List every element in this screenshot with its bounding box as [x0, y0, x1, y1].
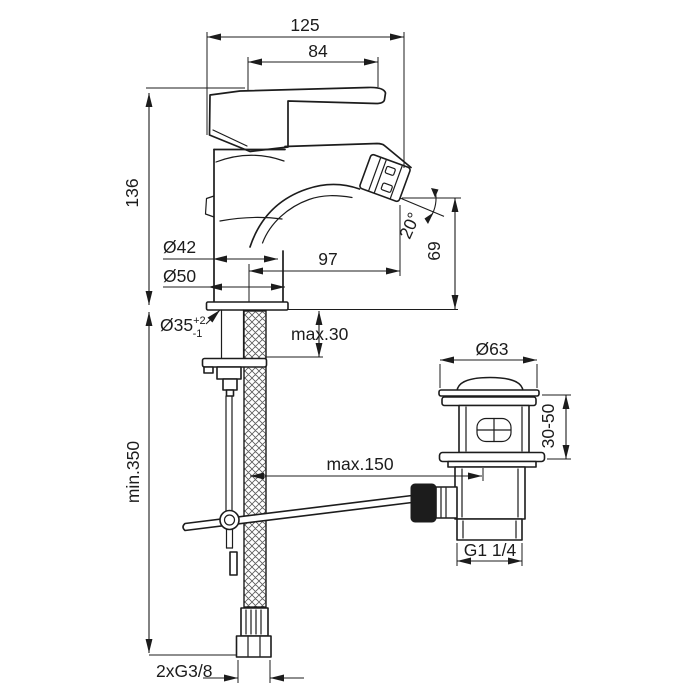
waste-lower-body	[454, 466, 526, 520]
dim-lever-length: 84	[308, 41, 328, 61]
dim-min-hose-length: min.350	[123, 441, 143, 504]
ball-joint	[219, 509, 240, 531]
dimension-labels: 125 84 136 Ø42 Ø50 97 20° 69 Ø35+2-1 max…	[122, 15, 558, 681]
dim-waste-flange-diameter: Ø63	[475, 339, 508, 359]
braided-hose	[235, 310, 272, 658]
hose-nut	[235, 635, 272, 658]
faucet-lever	[208, 86, 387, 153]
threaded-shank	[220, 309, 245, 360]
dim-height-above-deck: 136	[122, 178, 142, 207]
hose-ferrule	[240, 607, 269, 637]
dim-overall-projection: 125	[290, 15, 319, 35]
dim-supply-connections: 2xG3/8	[156, 661, 212, 681]
popup-waste-drain	[410, 376, 546, 541]
dim-base-diameter: Ø50	[163, 266, 196, 286]
rod-coupling	[410, 483, 437, 523]
dim-tap-hole-diameter: Ø35+2-1	[160, 315, 206, 340]
faucet-spout	[284, 142, 412, 169]
dim-max-rod-reach: max.150	[326, 454, 393, 474]
aerator	[359, 153, 411, 203]
base-plate	[205, 301, 289, 311]
faucet-outline	[204, 86, 412, 311]
dim-waste-height-range: 30-50	[538, 403, 558, 448]
dim-max-deck-thickness: max.30	[291, 324, 349, 344]
mounting-washer-nut	[201, 357, 268, 397]
popup-rod	[225, 395, 238, 576]
angle-callout	[399, 188, 445, 224]
dim-spout-outlet-height: 69	[424, 241, 444, 260]
popup-lever-rod	[182, 494, 413, 532]
waste-tailpiece	[456, 518, 523, 541]
waste-plug-cap	[456, 376, 524, 392]
dimension-lines	[145, 33, 570, 682]
dim-aerator-angle: 20°	[395, 209, 424, 241]
dim-spout-reach: 97	[318, 249, 337, 269]
dim-body-diameter: Ø42	[163, 237, 196, 257]
dim-waste-outlet-thread: G1 1/4	[464, 540, 517, 560]
